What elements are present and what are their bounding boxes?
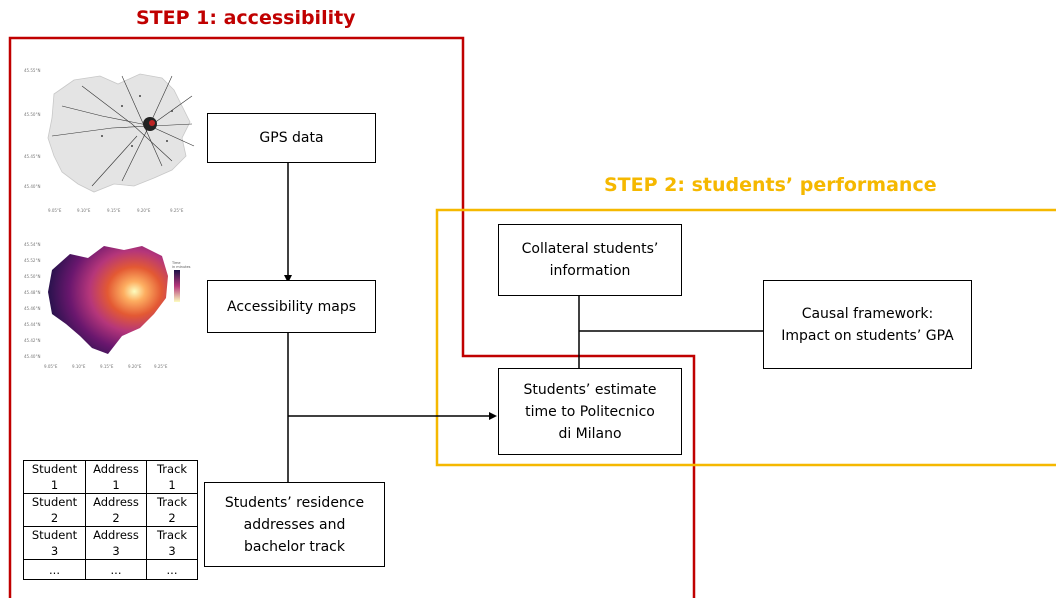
step2-title: STEP 2: students’ performance — [604, 174, 937, 196]
table-cell: Track 1 — [146, 460, 198, 494]
step1-title: STEP 1: accessibility — [136, 7, 356, 29]
accessibility-maps-box: Accessibility maps — [207, 280, 376, 333]
svg-text:9.10°E: 9.10°E — [72, 364, 86, 369]
table-row: Student 1 Address 1 Track 1 — [23, 460, 198, 494]
gps-trace-map-icon: 45.55°N 45.50°N 45.45°N 45.40°N 9.05°E 9.10°… — [24, 68, 195, 213]
travel-time-heatmap-icon: 45.54°N 45.52°N 45.50°N 45.48°N 45.46°N 45.4… — [24, 242, 191, 369]
table-cell: Track 2 — [146, 493, 198, 527]
svg-text:45.42°N: 45.42°N — [24, 338, 40, 343]
table-cell: Student 3 — [23, 526, 86, 560]
svg-text:45.55°N: 45.55°N — [24, 68, 40, 73]
table-cell: Address 2 — [85, 493, 147, 527]
table-cell: Address 3 — [85, 526, 147, 560]
collateral-info-box: Collateral students’ information — [498, 224, 682, 296]
svg-text:9.05°E: 9.05°E — [44, 364, 58, 369]
svg-text:45.40°N: 45.40°N — [24, 354, 40, 359]
table-cell: Address 1 — [85, 460, 147, 494]
table-cell: ... — [146, 559, 198, 580]
svg-text:45.44°N: 45.44°N — [24, 322, 40, 327]
svg-text:45.50°N: 45.50°N — [24, 112, 40, 117]
table-row: Student 2 Address 2 Track 2 — [23, 493, 198, 527]
step1-boundary — [8, 36, 696, 598]
svg-text:45.46°N: 45.46°N — [24, 306, 40, 311]
svg-text:9.25°E: 9.25°E — [154, 364, 168, 369]
causal-framework-box: Causal framework: Impact on students’ GP… — [763, 280, 972, 369]
table-cell: Student 1 — [23, 460, 86, 494]
svg-text:9.20°E: 9.20°E — [137, 208, 151, 213]
svg-text:9.05°E: 9.05°E — [48, 208, 62, 213]
svg-text:45.52°N: 45.52°N — [24, 258, 40, 263]
svg-text:9.15°E: 9.15°E — [107, 208, 121, 213]
table-row: Student 3 Address 3 Track 3 — [23, 526, 198, 560]
svg-text:45.54°N: 45.54°N — [24, 242, 40, 247]
residence-box: Students’ residence addresses and bachel… — [204, 482, 385, 567]
svg-text:9.25°E: 9.25°E — [170, 208, 184, 213]
svg-text:Time: Time — [171, 261, 181, 265]
svg-text:45.50°N: 45.50°N — [24, 274, 40, 279]
svg-text:in minutes: in minutes — [172, 265, 191, 269]
estimate-time-box: Students’ estimate time to Politecnico d… — [498, 368, 682, 455]
table-cell: ... — [23, 559, 86, 580]
table-row: ... ... ... — [23, 559, 198, 580]
table-cell: Student 2 — [23, 493, 86, 527]
svg-text:9.15°E: 9.15°E — [100, 364, 114, 369]
gps-data-box: GPS data — [207, 113, 376, 163]
svg-text:45.45°N: 45.45°N — [24, 154, 40, 159]
svg-text:45.48°N: 45.48°N — [24, 290, 40, 295]
table-cell: ... — [85, 559, 147, 580]
step2-boundary — [435, 208, 1056, 467]
student-table: Student 1 Address 1 Track 1 Student 2 Ad… — [23, 460, 198, 580]
svg-text:9.10°E: 9.10°E — [77, 208, 91, 213]
svg-text:45.40°N: 45.40°N — [24, 184, 40, 189]
table-cell: Track 3 — [146, 526, 198, 560]
svg-text:9.20°E: 9.20°E — [128, 364, 142, 369]
